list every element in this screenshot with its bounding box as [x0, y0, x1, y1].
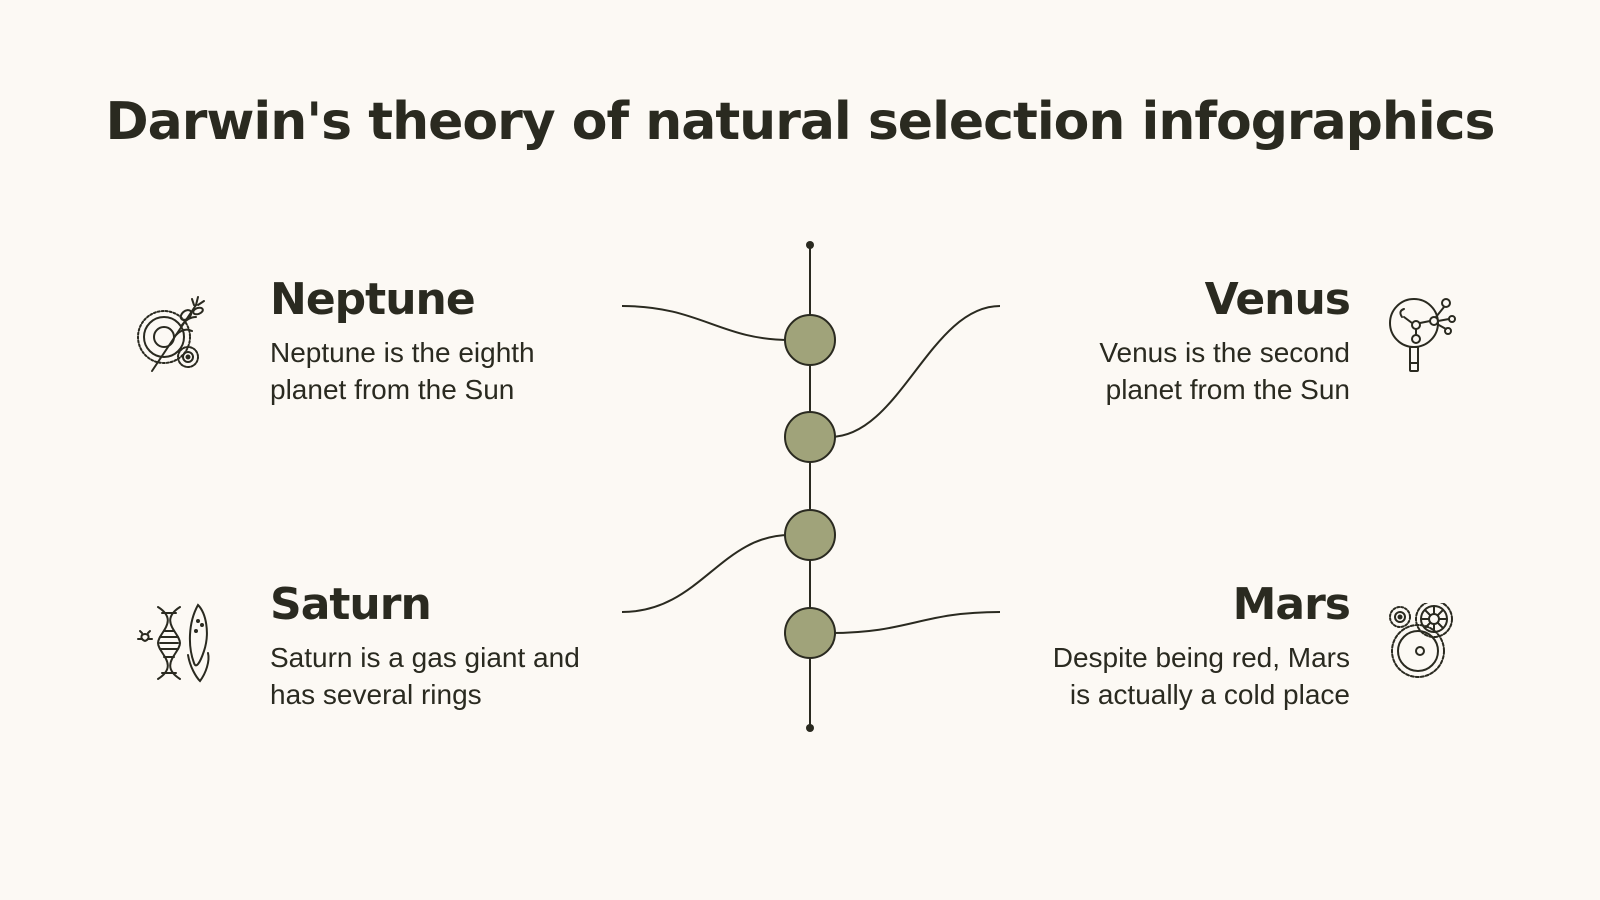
item-description: Venus is the second planet from the Sun: [990, 334, 1350, 408]
connector-saturn: [621, 534, 791, 613]
timeline-start-dot: [806, 241, 814, 249]
item-text-line: has several rings: [270, 679, 482, 711]
item-description: Neptune is the eighth planet from the Su…: [270, 334, 630, 408]
connector-neptune: [621, 305, 791, 341]
item-description: Despite being red, Mars is actually a co…: [990, 639, 1350, 713]
item-text-line: planet from the Sun: [1105, 374, 1350, 406]
item-text-line: Venus is the second: [1099, 337, 1350, 369]
item-text-line: planet from the Sun: [270, 374, 515, 406]
item-mars: Mars Despite being red, Mars is actually…: [990, 579, 1351, 713]
item-venus: Venus Venus is the second planet from th…: [990, 274, 1351, 408]
timeline-end-dot: [806, 724, 814, 732]
item-description: Saturn is a gas giant and has several ri…: [270, 639, 630, 713]
page-title: Darwin's theory of natural selection inf…: [105, 92, 1495, 152]
connector-venus: [829, 305, 1001, 438]
item-heading: Mars: [1232, 579, 1351, 630]
item-heading: Saturn: [270, 579, 432, 630]
item-heading: Neptune: [270, 274, 476, 325]
dna-corn-icon: [137, 603, 210, 683]
timeline-node-1: [784, 314, 836, 366]
item-saturn: Saturn Saturn is a gas giant and has sev…: [270, 579, 630, 713]
item-neptune: Neptune Neptune is the eighth planet fro…: [270, 274, 630, 408]
timeline-node-2: [784, 411, 836, 463]
item-text-line: Saturn is a gas giant and: [270, 642, 580, 674]
item-heading: Venus: [1204, 274, 1351, 325]
plant-target-icon: [137, 296, 205, 372]
magnifier-molecule-icon: [1389, 298, 1456, 372]
connector-mars: [829, 611, 1001, 634]
item-text-line: Despite being red, Mars: [1052, 642, 1350, 674]
timeline-node-4: [784, 607, 836, 659]
timeline-node-3: [784, 509, 836, 561]
item-text-line: is actually a cold place: [1069, 679, 1350, 711]
item-text-line: Neptune is the eighth: [270, 337, 535, 369]
gears-cell-icon: [1389, 603, 1453, 678]
